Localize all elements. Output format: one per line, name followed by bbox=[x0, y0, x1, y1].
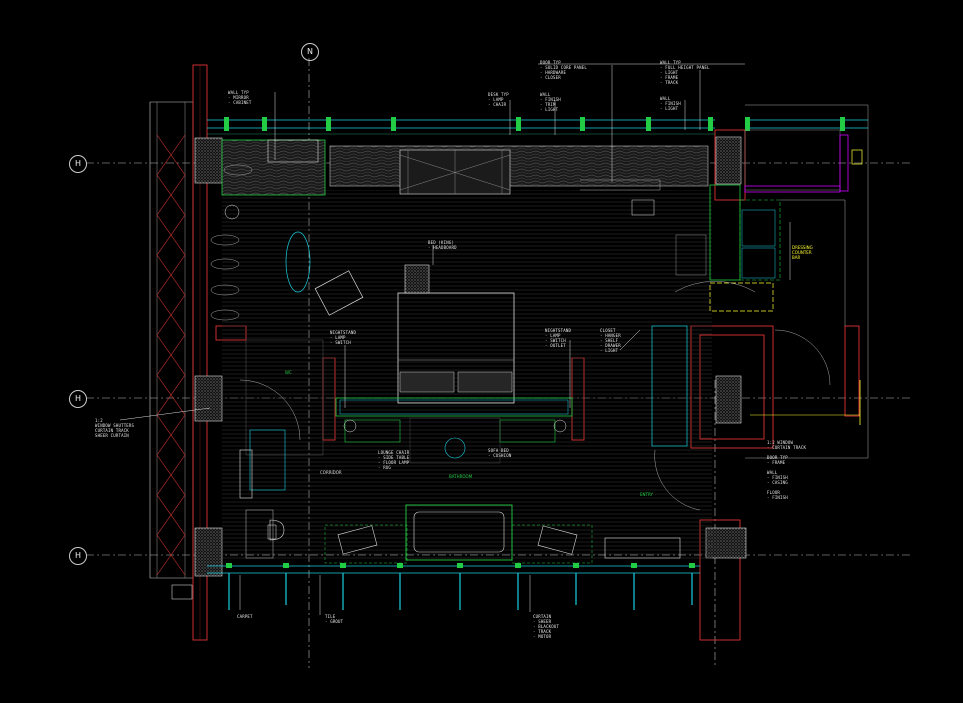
note-top-right-a: WALL TYP - FULL HEIGHT PANEL - LIGHT - F… bbox=[660, 60, 710, 85]
lounge-chair-right bbox=[537, 525, 578, 555]
bath-zone bbox=[210, 164, 324, 559]
desk-inner bbox=[267, 139, 319, 163]
room-label-bathroom: BATHROOM bbox=[449, 474, 473, 479]
room-label-wc: WC bbox=[285, 370, 292, 375]
desk bbox=[221, 139, 326, 196]
columns bbox=[194, 136, 747, 577]
note-bottom-c: CURTAIN - SHEER - BLACKOUT - TRACK - MOT… bbox=[533, 614, 560, 639]
closet-panel bbox=[651, 325, 688, 447]
tv-console bbox=[604, 537, 681, 559]
armchair bbox=[314, 270, 364, 316]
facade-outline bbox=[149, 101, 194, 579]
column-top-right bbox=[715, 136, 742, 185]
lamp-left bbox=[343, 419, 357, 433]
note-closet: CLOSET - HANGER - SHELF - DRAWER - LIGHT bbox=[600, 328, 621, 353]
grid-bubble-top: N bbox=[301, 43, 319, 61]
note-top-right-b: WALL - FINISH - LIGHT bbox=[660, 96, 681, 111]
facade-slab bbox=[171, 584, 193, 600]
bottom-mullion-caps bbox=[226, 563, 695, 568]
column-mid-left bbox=[194, 375, 223, 422]
note-top-center: DOOR TYP - SOLID CORE PANEL - HARDWARE -… bbox=[540, 60, 587, 80]
sofa-seat bbox=[413, 511, 505, 553]
bench bbox=[404, 264, 430, 294]
sofa bbox=[405, 504, 513, 561]
top-mullions bbox=[224, 117, 845, 131]
left-facade bbox=[149, 101, 194, 600]
top-cabinet-band bbox=[221, 139, 709, 196]
room-label-entry: ENTRY bbox=[640, 492, 653, 497]
note-nightstand-right: NIGHTSTAND - LAMP - SWITCH - OUTLET bbox=[545, 328, 572, 348]
grid-bubble-row-upper: H bbox=[69, 155, 87, 173]
note-sofa: SOFA BED - CUSHION bbox=[488, 448, 512, 458]
lamp-right bbox=[553, 419, 567, 433]
bed bbox=[397, 292, 515, 404]
note-top-left: WALL TYP - MIRROR - CABINET bbox=[228, 90, 252, 105]
bottom-mullions bbox=[228, 573, 693, 610]
top-window-wall bbox=[207, 119, 868, 135]
bottom-window-wall bbox=[207, 565, 700, 574]
right-boundary bbox=[745, 104, 869, 459]
leader-lines bbox=[119, 63, 791, 615]
cabinet-band bbox=[329, 145, 709, 187]
note-top-mid-a: DESK TYP - LAMP - CHAIR bbox=[488, 92, 509, 107]
column-top-left bbox=[194, 137, 223, 184]
column-bottom-right bbox=[705, 527, 747, 559]
note-bottom-a: CARPET bbox=[237, 614, 253, 619]
cabinet-mag bbox=[580, 179, 661, 191]
note-top-mid-b: WALL - FINISH - TRIM - LIGHT bbox=[540, 92, 561, 112]
center-light bbox=[444, 437, 466, 459]
grid-bubble-row-lower: H bbox=[69, 547, 87, 565]
column-bottom-left bbox=[194, 527, 223, 577]
note-bed: BED (KING) - HEADBOARD bbox=[428, 240, 457, 250]
right-wall-col bbox=[844, 325, 860, 417]
note-lounge: LOUNGE CHAIR - SIDE TABLE - FLOOR LAMP -… bbox=[378, 450, 410, 470]
bed-area bbox=[335, 264, 573, 464]
right-upper-zone bbox=[674, 129, 863, 386]
lounge-chair-left bbox=[337, 525, 378, 555]
note-left-window: 1:2 WINDOW SHUTTERS CURTAIN TRACK SHEER … bbox=[95, 418, 135, 438]
room-label-corridor: CORRIDOR bbox=[320, 470, 342, 475]
column-closet bbox=[715, 375, 742, 424]
facade-bracing bbox=[156, 134, 186, 576]
room-label-dressing: DRESSING COUNTER BAR bbox=[792, 245, 813, 260]
note-right-side: 1:2 WINDOW - CURTAIN TRACK DOOR TYP - FR… bbox=[767, 440, 807, 500]
note-bottom-b: TILE - GROUT bbox=[325, 614, 344, 624]
note-nightstand-left: NIGHTSTAND - LAMP - SWITCH bbox=[330, 330, 357, 345]
headboard bbox=[335, 397, 573, 417]
nightstand-left bbox=[344, 419, 401, 443]
pillow bbox=[457, 371, 513, 393]
right-lower-wall bbox=[699, 519, 741, 641]
pillow bbox=[399, 371, 455, 393]
lounge-area bbox=[285, 199, 707, 564]
grid-bubble-row-middle: H bbox=[69, 390, 87, 408]
round-rug bbox=[285, 231, 311, 293]
